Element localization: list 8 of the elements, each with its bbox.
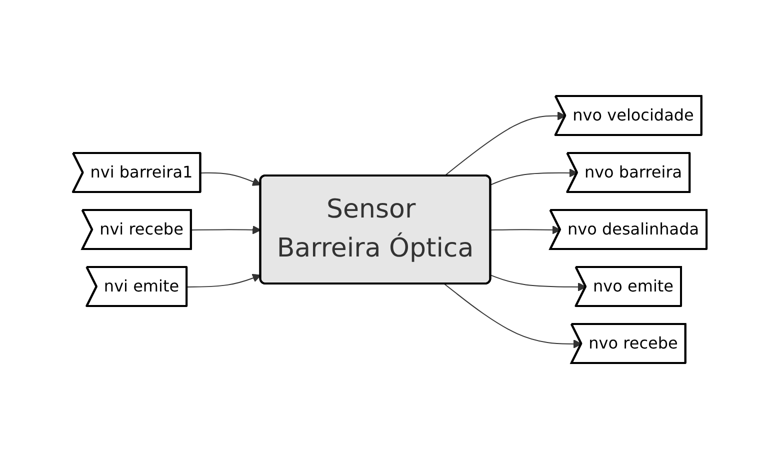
arrow	[490, 226, 562, 234]
arrow	[444, 284, 582, 348]
arrow	[490, 274, 587, 292]
arrow	[444, 112, 566, 176]
arrow	[490, 168, 578, 186]
arrow	[200, 172, 262, 186]
arrow	[186, 274, 262, 288]
arrow	[191, 225, 262, 234]
